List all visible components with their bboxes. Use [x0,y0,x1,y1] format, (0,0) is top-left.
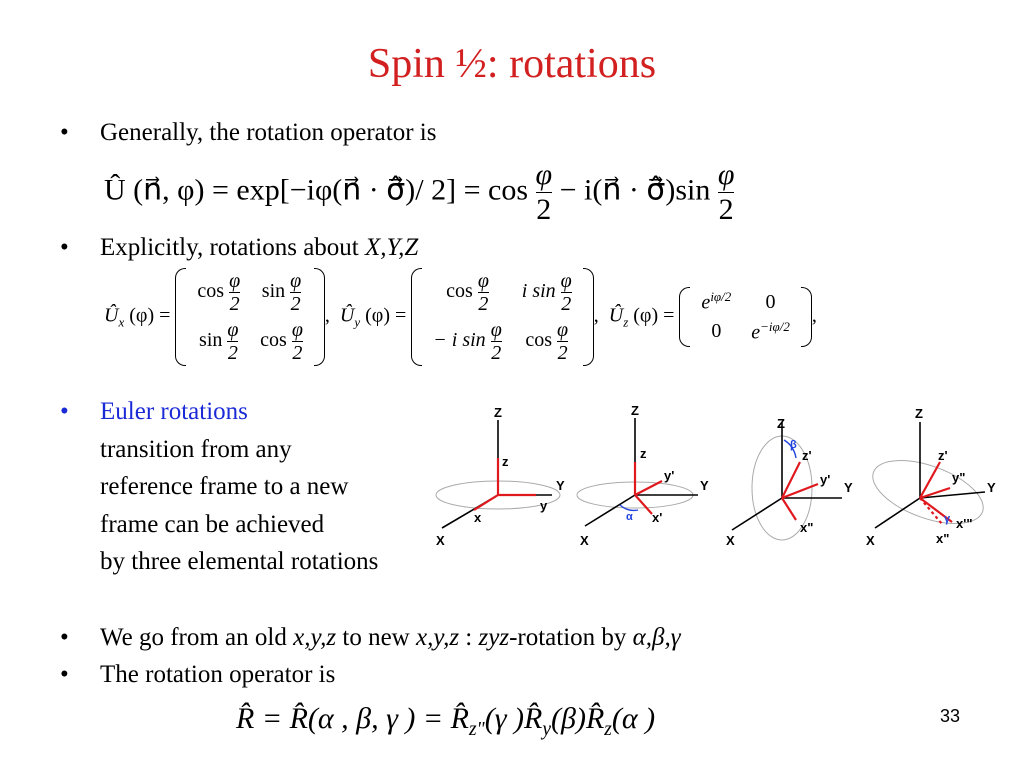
axis-label-Y: Y [556,478,565,493]
equation-part: (α ) [611,702,656,735]
axis-label-y: y [540,498,548,513]
bullet-text: to new [336,624,416,651]
axis-label-z2: z' [802,448,812,463]
bullet-zyz: zyz [478,624,510,651]
equation-part: (β)R̂ [551,702,605,735]
phi: φ [717,158,735,191]
bullet-title: Euler rotations [100,398,248,425]
equation-sub: z [604,719,612,740]
u-sub: x [118,314,125,330]
axis-label-X: X [580,533,589,548]
u-arg: (φ) = [633,304,675,327]
bullet-text: -rotation by [509,624,633,651]
bullet-dot: • [60,398,69,425]
u-label: Û [608,304,624,327]
axis-label-z1: z [640,446,647,461]
bullet-euler: • Euler rotations transition from any re… [60,397,379,585]
general-rotation-equation: Û (n⃗, φ) = exp[−iφ(n⃗ · σ̂⃗)/ 2] = cos … [104,158,735,227]
axis-label-Y: Y [700,478,709,493]
page-number: 33 [939,706,960,726]
bullet-dot: • [60,234,69,261]
bullet-dot: • [60,119,69,146]
axis-label-y3: y" [952,470,965,485]
bullet-dot: • [60,661,69,688]
angle-label-alpha: α [626,511,633,523]
u-arg: (φ) = [129,304,171,327]
angle-label-gamma: γ [944,513,951,525]
equation-part: (γ )R̂ [484,702,543,735]
diagram-panel-3 [731,422,842,541]
bullet-operator: • The rotation operator is [60,660,336,690]
slide-title: Spin ½: rotations [367,41,657,87]
bullet-zyz: • We go from an old x,y,z to new x,y,z :… [60,623,681,653]
bullet-dot: • [60,624,69,651]
bullet-angles: α,β,γ [632,624,681,651]
two: 2 [536,193,552,226]
equation-part: Û (n⃗, φ) = exp[−iφ(n⃗ · σ̂⃗)/ 2] = cos [104,173,528,207]
bullet-text: We go from an old [100,624,294,651]
axis-label-Z: Z [494,405,502,420]
axis-label-z3: z' [938,448,948,463]
phi: φ [535,158,553,191]
axis-label-X: X [726,533,735,548]
bullet-line: transition from any [100,435,292,463]
matrix-uz: eiφ/2 0 0 e−iφ/2 [679,287,813,347]
u-label: Û [339,304,355,327]
axis-label-Z: Z [631,403,639,418]
bullet-general: • Generally, the rotation operator is [60,118,437,148]
u-label: Û [104,304,119,327]
two: 2 [718,193,734,226]
axis-label-Z: Z [915,406,923,421]
bullet-text: The rotation operator is [100,661,336,688]
axis-label-x1: x' [652,510,662,525]
euler-rotation-equation: R̂ = R̂(α , β, γ ) = R̂z"(γ )R̂y(β)R̂z(α… [236,702,655,741]
u-sub: y [354,314,361,330]
axis-label-x4: x'" [956,516,973,531]
equation-sub: z" [468,719,485,740]
bullet-xyz: x,y,z [293,624,337,651]
axis-label-Y: Y [844,480,853,495]
diagram-panel-1 [435,420,561,529]
bullet-line: frame can be achieved [100,510,325,538]
axis-label-Y: Y [987,480,996,495]
axis-label-x2: x" [800,520,813,535]
bullet-explicitly: • Explicitly, rotations about X,Y,Z [60,233,419,263]
diagram-panel-4 [872,422,986,529]
equation-part: R̂ = R̂(α , β, γ ) = R̂ [236,702,469,735]
fraction-phi-over-2: φ 2 [535,158,553,227]
bullet-axes: X,Y,Z [365,234,419,261]
equation-part: − i(n⃗ · σ̂⃗)sin [559,173,711,207]
axis-label-X: X [866,533,875,548]
u-arg: (φ) = [365,304,407,327]
equation-sub: y [542,719,552,740]
axis-label-X: X [436,533,445,548]
bullet-line: by three elemental rotations [100,548,379,575]
u-sub: z [623,314,629,330]
axis-label-x: x [474,510,482,525]
bullet-text: Generally, the rotation operator is [100,119,437,146]
bullet-xyz: x,y,z [416,624,460,651]
axis-label-z: z [502,454,509,469]
diagram-panel-2 [576,418,698,527]
bullet-text: Explicitly, rotations about [100,234,366,261]
angle-label-beta: β [790,439,797,451]
bullet-text: : [459,624,479,651]
axis-label-x3: x" [936,531,949,546]
bullet-line: reference frame to a new [100,473,349,500]
axis-label-y1: y' [664,468,674,483]
fraction-phi-over-2: φ 2 [717,158,735,227]
axis-label-Z: Z [777,416,785,431]
euler-rotation-diagrams: Z Y X z y x Z Y X z y' x' α Z Y X z' y' … [435,403,996,548]
axis-label-y2: y' [820,472,830,487]
